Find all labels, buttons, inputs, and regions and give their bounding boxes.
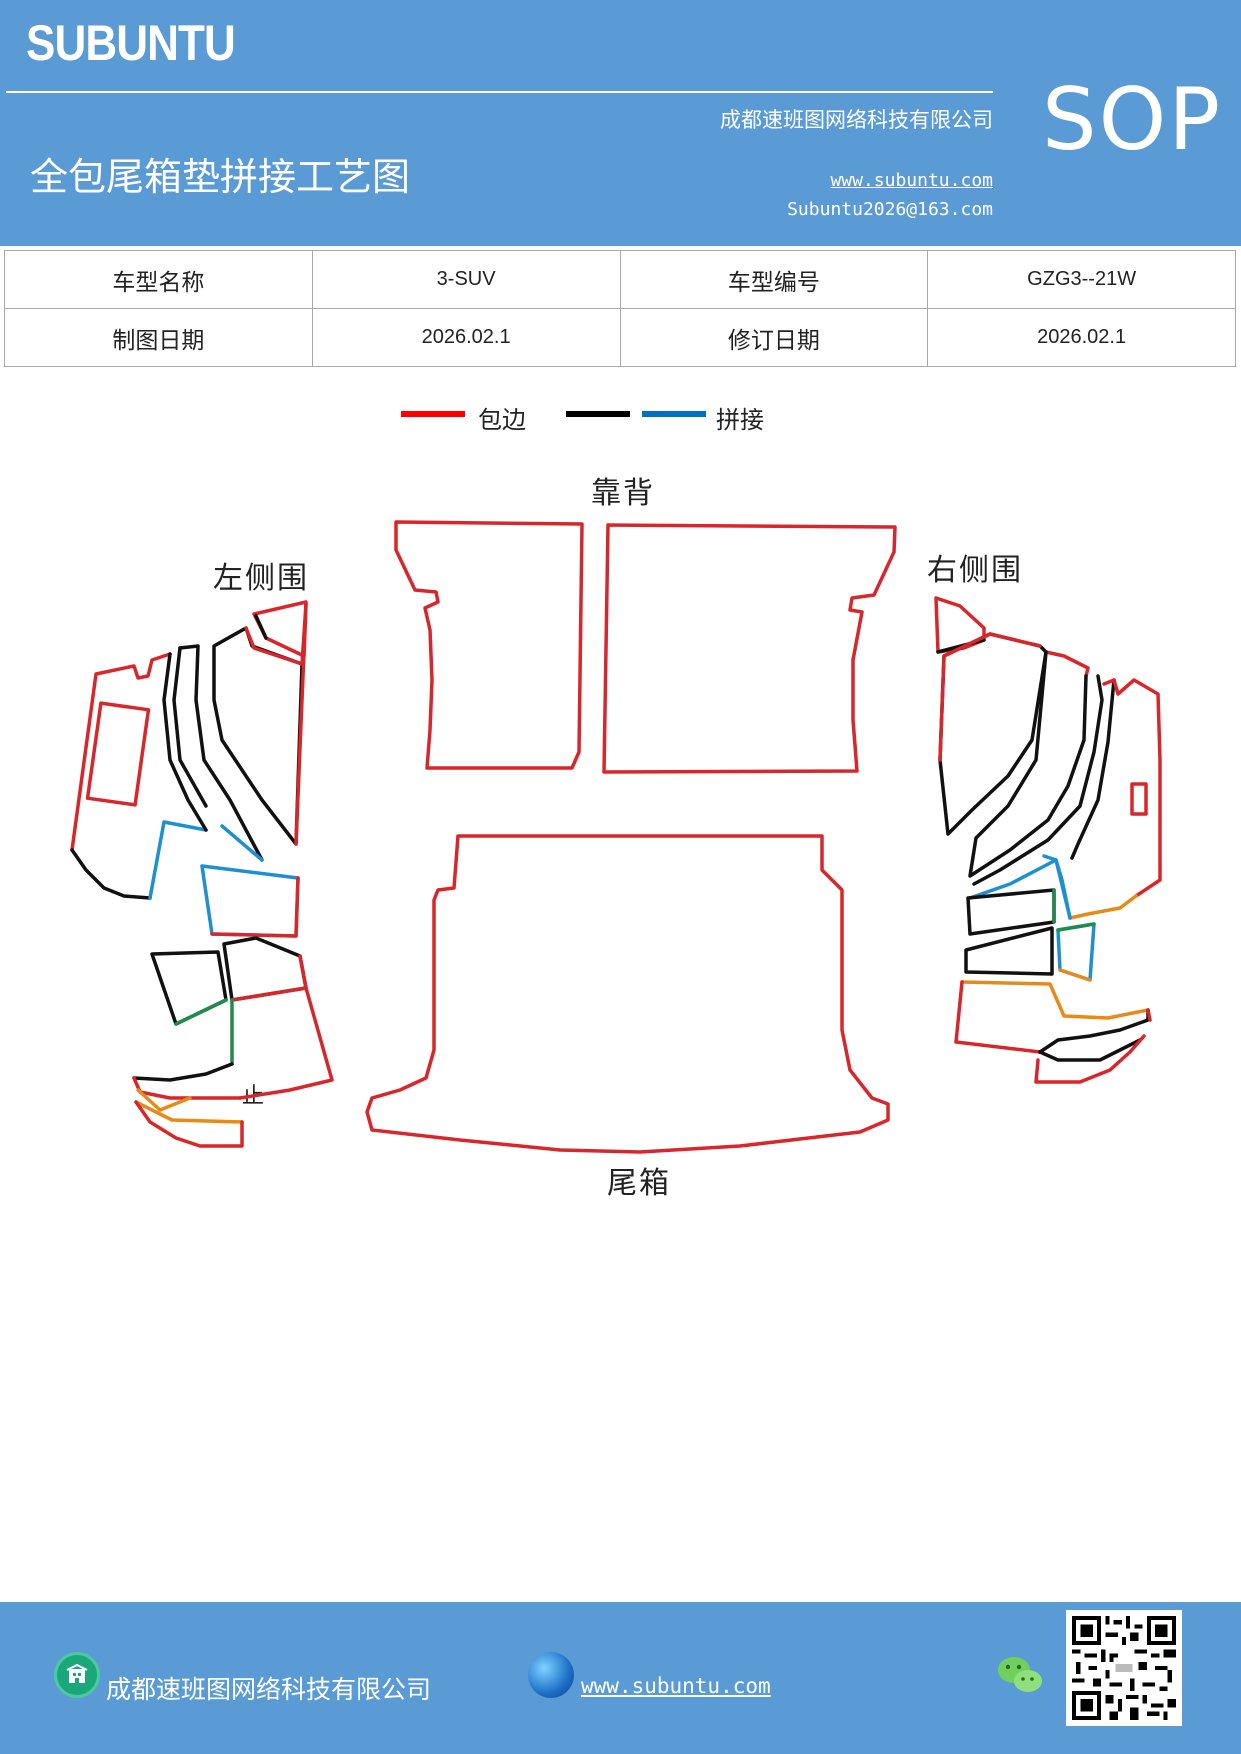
left-side-main [70, 652, 172, 852]
website-link[interactable]: www.subuntu.com [830, 170, 993, 191]
footer: 成都速班图网络科技有限公司 www.subuntu.com [0, 1602, 1241, 1754]
draw-date-label: 制图日期 [4, 308, 313, 367]
model-name-value: 3-SUV [311, 250, 621, 309]
header-divider [6, 91, 993, 93]
table-row: 车型名称 3-SUV 车型编号 GZG3--21W [4, 250, 1236, 309]
legend-edge-label: 包边 [478, 406, 526, 434]
legend-splice-label: 拼接 [716, 406, 764, 434]
legend-edge-swatch [401, 411, 465, 417]
wechat-icon[interactable] [996, 1654, 1044, 1702]
revise-date-value: 2026.02.1 [927, 308, 1236, 367]
right-side-top-tip [934, 596, 986, 654]
brand-logo: SUBUNTU [26, 15, 236, 71]
backrest-left-panel [394, 520, 584, 770]
vehicle-info-table: 车型名称 3-SUV 车型编号 GZG3--21W 制图日期 2026.02.1… [4, 250, 1236, 367]
building-icon [54, 1652, 100, 1698]
globe-icon [528, 1652, 574, 1698]
page-title: 全包尾箱垫拼接工艺图 [30, 155, 411, 199]
trunk-floor-panel [365, 834, 890, 1154]
table-row: 制图日期 2026.02.1 修订日期 2026.02.1 [4, 308, 1236, 367]
trunk-label: 尾箱 [607, 1166, 671, 1201]
left-side-splice-a [200, 864, 300, 938]
left-side-label: 左侧围 [213, 561, 309, 596]
company-name: 成都速班图网络科技有限公司 [720, 108, 993, 132]
backrest-right-panel [602, 523, 897, 774]
footer-company-name: 成都速班图网络科技有限公司 [106, 1675, 432, 1704]
mat-splice-diagram [70, 520, 1162, 1154]
revise-date-label: 修订日期 [619, 308, 929, 367]
legend-splice-swatch [642, 411, 706, 417]
model-code-label: 车型编号 [619, 250, 929, 309]
right-side-label: 右侧围 [927, 553, 1023, 588]
legend: 包边 拼接 [0, 400, 1241, 440]
qr-code [1066, 1610, 1182, 1726]
sop-badge: SOP [1042, 70, 1223, 170]
right-side-splice-a [968, 858, 1072, 920]
backrest-label: 靠背 [591, 476, 655, 511]
legend-black-swatch [566, 411, 630, 417]
header: SUBUNTU SOP 成都速班图网络科技有限公司 全包尾箱垫拼接工艺图 www… [0, 0, 1241, 246]
footer-website-link[interactable]: www.subuntu.com [581, 1674, 771, 1698]
email-address[interactable]: Subuntu2026@163.com [787, 199, 993, 220]
draw-date-value: 2026.02.1 [311, 308, 621, 367]
model-name-label: 车型名称 [4, 250, 313, 309]
model-code-value: GZG3--21W [927, 250, 1236, 309]
